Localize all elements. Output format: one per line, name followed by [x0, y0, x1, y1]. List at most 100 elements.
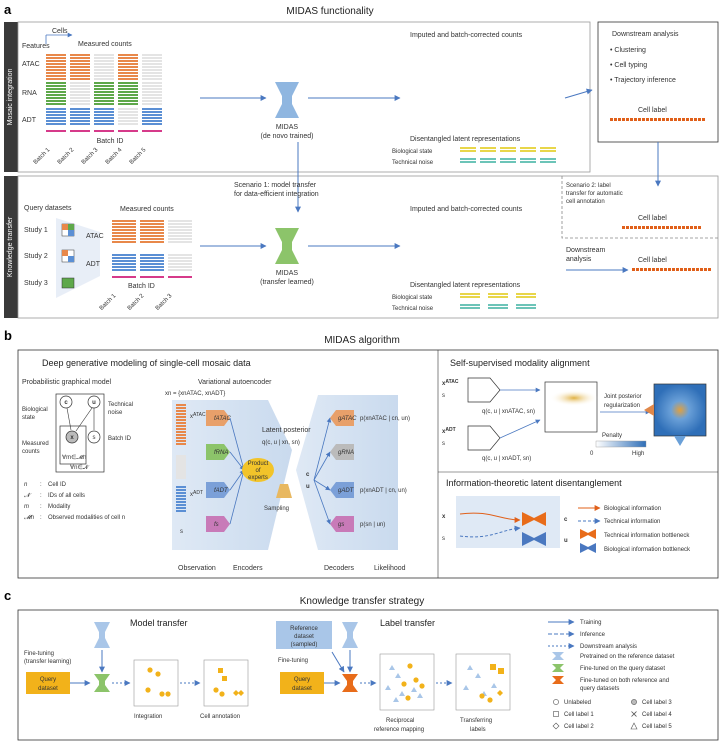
mt-query-l2: dataset: [38, 686, 58, 692]
latent-bio-row: [516, 293, 536, 295]
count-block-row: [94, 123, 114, 125]
itld-u: u: [564, 538, 568, 544]
lt-ref-l2: dataset: [294, 634, 314, 640]
study-icons: [61, 223, 75, 289]
plate-n: [55, 393, 105, 473]
decoder-shape: [330, 482, 354, 498]
itld-c: c: [564, 517, 568, 523]
latent-tech-row: [520, 161, 536, 163]
kt-block-row: [112, 238, 136, 240]
count-block-empty: [94, 57, 114, 59]
downstream-title: Downstream analysis: [612, 31, 679, 38]
count-block-row: [94, 111, 114, 113]
itld-legend-text: Biological information: [604, 506, 661, 512]
integration-box: [133, 659, 179, 707]
side-label-knowledge: Knowledge transfer: [7, 216, 14, 277]
recip-ref-mark: [411, 687, 417, 692]
latent-tech-row: [480, 161, 496, 163]
measured-l1: Measured: [22, 441, 49, 447]
study1-q: [62, 224, 68, 230]
decoder-shape: [330, 516, 354, 532]
disentangled-label-bottom: Disentangled latent representations: [410, 282, 521, 289]
latent-bio-row: [520, 147, 536, 149]
count-block-empty: [142, 82, 162, 84]
count-block-empty: [142, 94, 162, 96]
trans-ref-mark: [467, 665, 473, 670]
legend-model-text: Pretrained on the reference dataset: [580, 654, 675, 660]
cell-label-dot: [702, 118, 705, 121]
annotation-square: [218, 668, 223, 673]
count-block-row: [46, 60, 66, 62]
count-block-empty: [142, 66, 162, 68]
posterior-blob-1: [550, 390, 598, 406]
count-block-row: [142, 117, 162, 119]
cell-label-dot: [678, 118, 681, 121]
imputed-label-bottom: Imputed and batch-corrected counts: [410, 206, 523, 213]
kt-block-row: [112, 266, 136, 268]
itld-x: x: [442, 514, 446, 520]
count-block-row: [46, 54, 66, 56]
itld-cloud: [456, 496, 560, 548]
cell-label-dot: [674, 226, 677, 229]
q-expr: q(c, u | xn, sn): [262, 440, 300, 446]
kt-block-b2-row: [140, 229, 164, 231]
kt-measured-grid: [112, 220, 192, 278]
cell-label-dot: [694, 226, 697, 229]
ssma-enc-atac: [467, 377, 501, 403]
cell-label-dot: [700, 268, 703, 271]
midas-bottom-icon: [275, 228, 299, 264]
integration-dots: [145, 667, 171, 697]
posterior-box-1: [544, 381, 598, 433]
latent-bio-row: [460, 147, 476, 149]
tech-noise-l2: noise: [108, 410, 123, 416]
cell-label-dot: [680, 268, 683, 271]
tech-noise-bottom: Technical noise: [392, 306, 434, 312]
cell-label-dot: [656, 268, 659, 271]
batch-label: Batch 5: [129, 147, 148, 166]
decoder-shape: [330, 444, 354, 460]
trans-query-dot: [487, 697, 493, 703]
count-block-row: [70, 78, 90, 80]
latent-strips-bottom: [460, 293, 536, 309]
side-bar-mosaic: [4, 22, 18, 172]
measured-counts-grid: [46, 54, 162, 132]
obs-adt: [176, 495, 186, 497]
legend-model-icon: [552, 676, 564, 684]
kt-block-empty: [168, 241, 192, 243]
decoder-cloud: [296, 395, 398, 550]
count-block-empty: [118, 114, 138, 116]
count-block-row: [70, 63, 90, 65]
encoder-label: fADT: [214, 488, 229, 494]
plate-m: [59, 425, 87, 465]
cell-label-dot: [614, 118, 617, 121]
cell-label-dot: [694, 118, 697, 121]
decoder-shape: [330, 410, 354, 426]
count-block-row: [118, 100, 138, 102]
count-block-row: [118, 63, 138, 65]
cell-label-bottom: Cell label: [638, 257, 667, 264]
sampling-icon: [276, 484, 292, 498]
mt-finetune-l2: (transfer learning): [24, 659, 71, 665]
midas-bottom-sub: (transfer learned): [260, 279, 314, 286]
latent-tech-row: [480, 158, 496, 160]
latent-bio-row: [540, 147, 556, 149]
annotation-square: [222, 676, 227, 681]
kt-batch-strip: [140, 276, 164, 278]
latent-bio-row: [460, 296, 480, 298]
cell-label-dot: [634, 118, 637, 121]
count-block-row: [70, 117, 90, 119]
obs-adt: [176, 489, 186, 491]
cell-label-dot: [670, 118, 673, 121]
count-block-row: [46, 88, 66, 90]
cell-label-strip-bottom: [632, 268, 711, 271]
itld-legend-text: Biological information bottleneck: [604, 547, 691, 553]
count-block-row: [94, 88, 114, 90]
count-block-row: [46, 72, 66, 74]
latent-tech-row: [516, 307, 536, 309]
cell-label-dot: [658, 226, 661, 229]
joint-marginal-left: [644, 404, 654, 416]
cell-label-dot: [686, 118, 689, 121]
product-of-experts: [242, 458, 274, 482]
